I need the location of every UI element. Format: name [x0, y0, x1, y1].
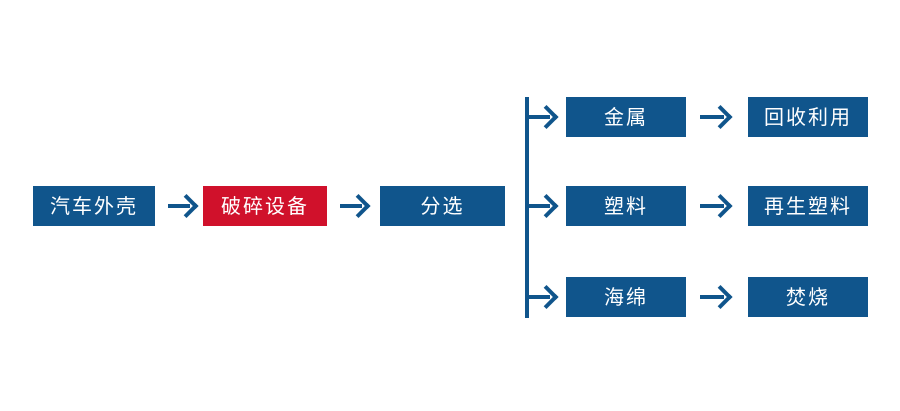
arrow-head: [534, 193, 559, 219]
arrow-shaft: [700, 115, 724, 119]
arrow-shaft: [168, 204, 190, 208]
arrow-bus-to-metal: [529, 104, 559, 130]
arrow-shaft: [529, 115, 550, 119]
arrow-head: [708, 104, 733, 130]
arrow-bus-to-plastic: [529, 193, 559, 219]
split-bus-line: [525, 97, 529, 318]
arrow-head: [534, 284, 559, 310]
arrow-crusher-to-sorting: [340, 193, 371, 219]
node-branch-plastic[interactable]: 塑料: [566, 186, 686, 226]
node-output-incineration[interactable]: 焚烧: [748, 277, 868, 317]
node-branch-sponge[interactable]: 海绵: [566, 277, 686, 317]
arrow-shaft: [700, 204, 724, 208]
arrow-shaft: [529, 295, 550, 299]
arrow-plastic-to-regenerated: [700, 193, 733, 219]
node-output-recycle[interactable]: 回收利用: [748, 97, 868, 137]
node-output-regenerated-plastic[interactable]: 再生塑料: [748, 186, 868, 226]
arrow-shaft: [700, 295, 724, 299]
node-input-car-shell[interactable]: 汽车外壳: [33, 186, 155, 226]
arrow-head: [346, 193, 371, 219]
node-sorting[interactable]: 分选: [380, 186, 505, 226]
arrow-head: [708, 193, 733, 219]
arrow-head: [534, 104, 559, 130]
arrow-sponge-to-incineration: [700, 284, 733, 310]
arrow-bus-to-sponge: [529, 284, 559, 310]
node-branch-metal[interactable]: 金属: [566, 97, 686, 137]
arrow-head: [708, 284, 733, 310]
node-crusher-equipment[interactable]: 破碎设备: [203, 186, 327, 226]
arrow-metal-to-recycle: [700, 104, 733, 130]
arrow-input-to-crusher: [168, 193, 199, 219]
arrow-shaft: [529, 204, 550, 208]
arrow-head: [174, 193, 199, 219]
arrow-shaft: [340, 204, 362, 208]
